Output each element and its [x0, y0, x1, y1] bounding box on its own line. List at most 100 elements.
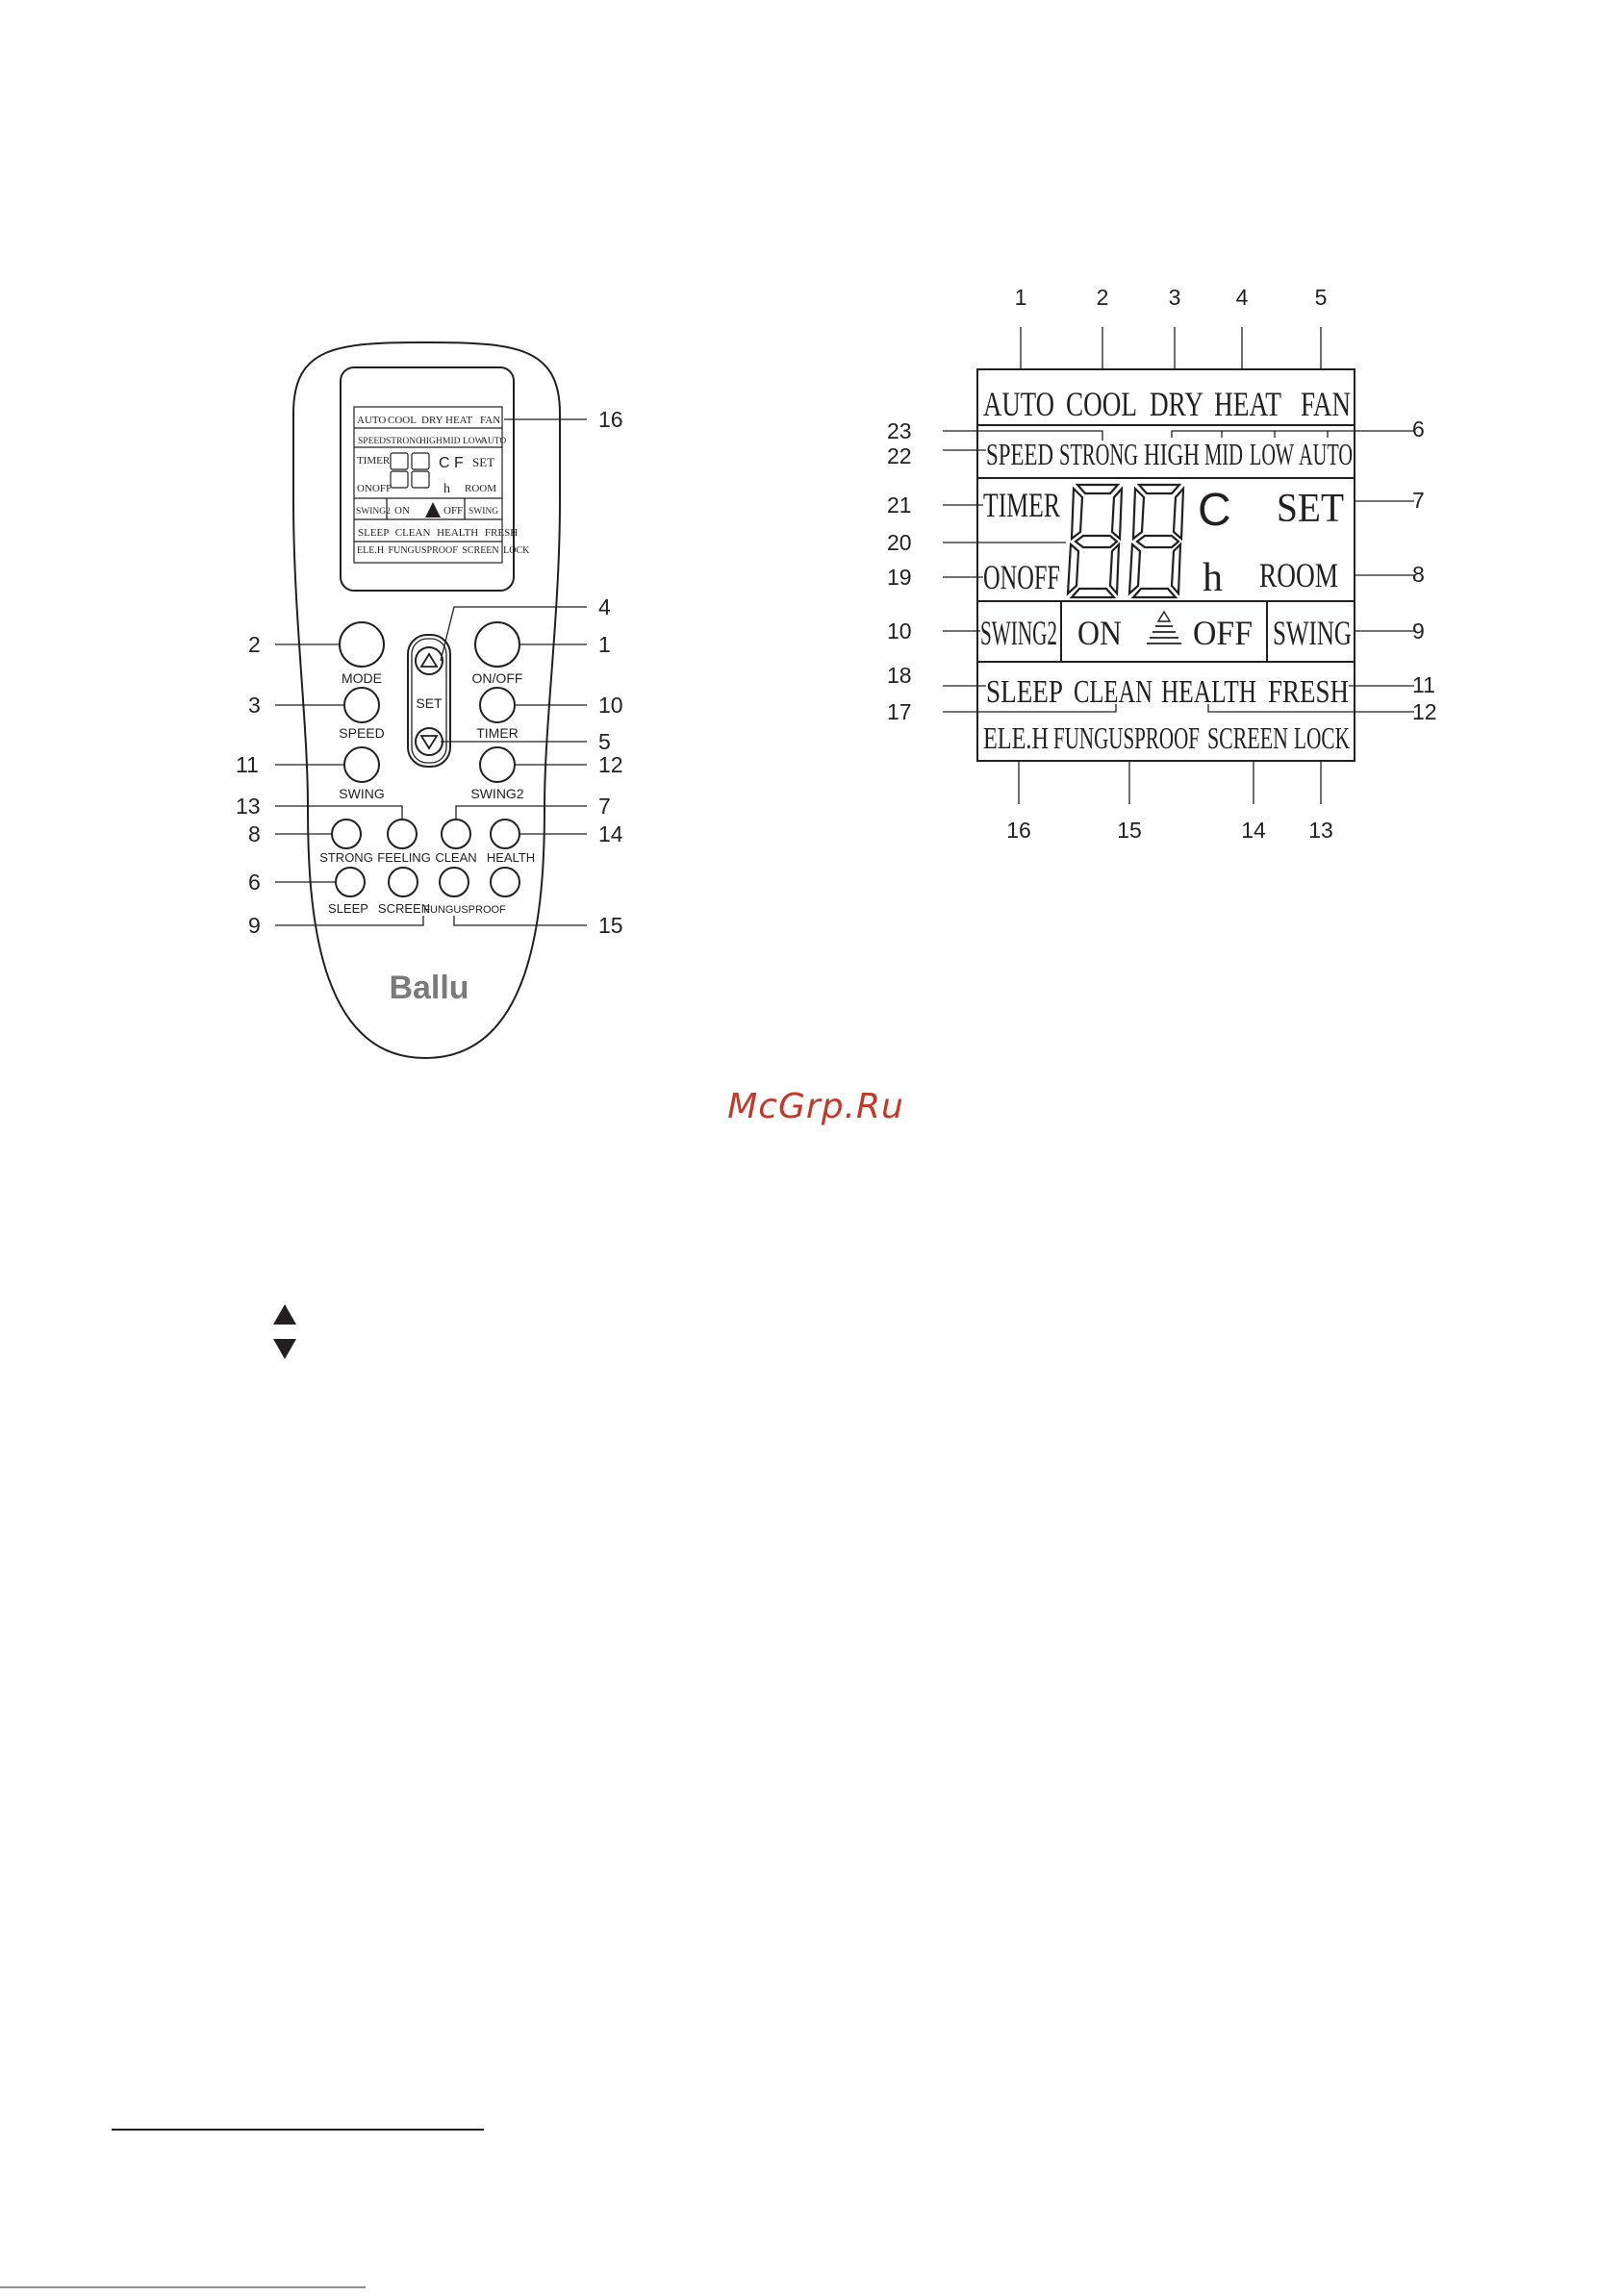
strong-button[interactable]	[331, 819, 362, 849]
lcd-callout-8: 8	[1412, 562, 1425, 587]
remote-body	[292, 341, 561, 1060]
digit-tens	[1066, 483, 1124, 599]
lcd-callout-22: 22	[887, 443, 912, 468]
lcd-timer: TIMER	[983, 486, 1060, 524]
mini-mode-heat: HEAT	[445, 415, 472, 426]
lcd-on: ON	[1077, 614, 1122, 652]
health-label: HEALTH	[487, 850, 535, 865]
lcd-mode-auto: AUTO	[983, 385, 1054, 423]
lcd-callout-13: 13	[1308, 818, 1333, 843]
mini-swing: SWING	[469, 507, 498, 517]
mini-off: OFF	[443, 505, 463, 517]
lcd-callout-5: 5	[1315, 285, 1328, 310]
mini-mode-auto: AUTO	[357, 415, 386, 426]
mini-speed-label: SPEED	[358, 437, 386, 446]
strong-label: STRONG	[319, 850, 373, 865]
lcd-room: ROOM	[1259, 556, 1338, 594]
temp-down-button[interactable]	[415, 727, 443, 756]
clean-button[interactable]	[441, 819, 471, 849]
screen-label: SCREEN	[378, 901, 430, 916]
swing-label: SWING	[339, 786, 384, 801]
lcd-lock: LOCK	[1294, 720, 1350, 755]
health-button[interactable]	[490, 819, 520, 849]
lcd-callout-20: 20	[887, 530, 912, 555]
onoff-label: ON/OFF	[472, 670, 523, 686]
mini-mode-fan: FAN	[480, 415, 500, 426]
screen-button[interactable]	[388, 867, 418, 897]
louver-swing-icon	[1147, 610, 1181, 644]
remote-callout-11: 11	[236, 752, 259, 777]
feeling-label: FEELING	[377, 850, 431, 865]
set-rocker-inner	[411, 638, 447, 764]
feeling-button[interactable]	[387, 819, 418, 849]
lcd-screen: SCREEN	[1207, 720, 1288, 755]
triangle-down-icon	[273, 1339, 296, 1359]
mini-speed-low: LOW	[463, 437, 484, 446]
fungusproof-button[interactable]	[439, 867, 469, 897]
mini-speed-auto: AUTO	[481, 437, 506, 446]
remote-callout-12: 12	[598, 752, 623, 777]
mode-button[interactable]	[339, 621, 385, 668]
fungusproof-label: FUNGUSPROOF	[423, 904, 506, 916]
lcd-sleep: SLEEP	[986, 674, 1063, 710]
set-rocker	[407, 634, 451, 768]
mode-label: MODE	[342, 670, 382, 686]
remote-screen-inner	[353, 406, 503, 564]
watermark: McGrp.Ru	[727, 1087, 904, 1126]
speed-label: SPEED	[339, 725, 384, 741]
lcd-mode-heat: HEAT	[1214, 385, 1281, 423]
lcd-eleh: ELE.H	[983, 720, 1049, 755]
mini-onoff: ONOFF	[357, 483, 392, 494]
sleep-button[interactable]	[335, 867, 366, 897]
mini-room: ROOM	[465, 483, 496, 494]
lcd-display-diagram: AUTO COOL DRY HEAT FAN SPEED STRONG HIGH…	[887, 285, 1437, 843]
onoff-button[interactable]	[474, 621, 520, 668]
lcd-speed-auto: AUTO	[1299, 437, 1353, 471]
speed-button[interactable]	[343, 687, 380, 723]
lcd-speed-high: HIGH	[1144, 437, 1200, 471]
lcd-frame	[976, 368, 1355, 762]
lcd-mode-fan: FAN	[1301, 385, 1351, 423]
mini-unit-cf: C F	[439, 455, 464, 471]
lcd-callout-21: 21	[887, 492, 912, 517]
remote-callout-lines	[275, 418, 587, 926]
timer-button[interactable]	[479, 687, 516, 723]
lcd-callout-7: 7	[1412, 488, 1425, 513]
lcd-speed-strong: STRONG	[1059, 437, 1138, 471]
lcd-mode-dry: DRY	[1150, 385, 1203, 423]
lcd-callout-11: 11	[1412, 672, 1435, 697]
mini-timer: TIMER	[357, 455, 391, 467]
remote-callout-7: 7	[598, 794, 611, 819]
remote-control: AUTO COOL DRY HEAT FAN SPEED STRONG HIGH…	[236, 341, 623, 1060]
swing-button[interactable]	[343, 746, 380, 783]
mini-mode-dry: DRY	[421, 415, 443, 426]
lcd-speed-mid: MID	[1204, 437, 1243, 471]
remote-callout-15: 15	[598, 913, 623, 938]
extra-button[interactable]	[490, 867, 520, 897]
mini-set: SET	[472, 455, 494, 469]
lcd-onoff: ONOFF	[983, 558, 1060, 596]
lcd-speed-low: LOW	[1250, 437, 1295, 471]
lcd-callout-9: 9	[1412, 618, 1425, 643]
lcd-off: OFF	[1193, 614, 1253, 652]
seven-segment-digits-icon	[1066, 483, 1185, 599]
lcd-callout-15: 15	[1117, 818, 1142, 843]
lcd-callout-18: 18	[887, 663, 912, 688]
lcd-callout-lines	[943, 327, 1414, 804]
triangle-up-icon	[273, 1304, 296, 1325]
lcd-swing: SWING	[1273, 614, 1352, 652]
swing2-button[interactable]	[479, 746, 516, 783]
lcd-fresh: FRESH	[1268, 674, 1349, 710]
lcd-callout-16: 16	[1006, 818, 1031, 843]
lcd-swing2: SWING2	[980, 614, 1057, 652]
remote-callout-13: 13	[236, 794, 261, 819]
swing2-label: SWING2	[470, 786, 523, 801]
temp-up-button[interactable]	[415, 646, 443, 675]
remote-callout-3: 3	[248, 693, 261, 718]
remote-screen-frame	[340, 366, 515, 592]
remote-callout-4: 4	[598, 594, 611, 619]
lcd-unit: C	[1198, 485, 1231, 536]
mini-row-sleep: SLEEP CLEAN HEALTH FRESH	[358, 527, 518, 539]
lcd-hour: h	[1203, 556, 1223, 600]
lcd-callout-12: 12	[1412, 699, 1437, 724]
